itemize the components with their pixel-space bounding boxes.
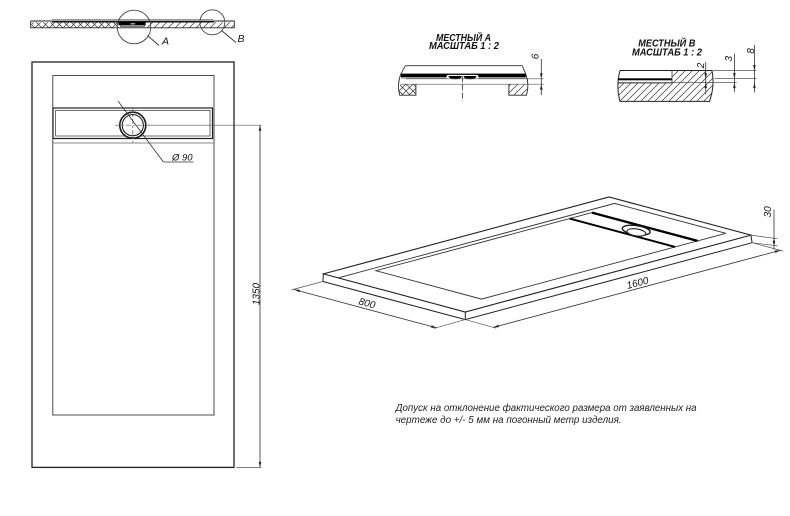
svg-text:МЕСТНЫЙ В: МЕСТНЫЙ В: [638, 36, 695, 49]
svg-text:800: 800: [357, 296, 376, 311]
svg-text:A: A: [161, 35, 169, 47]
svg-text:1350: 1350: [251, 282, 262, 305]
svg-text:МАСШТАБ 1 : 2: МАСШТАБ 1 : 2: [632, 46, 702, 58]
svg-text:3: 3: [724, 56, 735, 62]
svg-text:6: 6: [531, 53, 542, 59]
svg-text:2: 2: [696, 62, 707, 69]
svg-text:МАСШТАБ 1 : 2: МАСШТАБ 1 : 2: [429, 40, 499, 52]
svg-text:8: 8: [746, 48, 757, 54]
svg-text:30: 30: [763, 206, 774, 218]
svg-text:Ø 90: Ø 90: [171, 153, 193, 164]
svg-text:чертеже до +/- 5 мм на погонны: чертеже до +/- 5 мм на погонный метр изд…: [396, 414, 622, 426]
svg-text:Допуск на отклонение фактическ: Допуск на отклонение фактического размер…: [395, 402, 697, 414]
svg-text:B: B: [238, 33, 245, 45]
svg-text:МЕСТНЫЙ А: МЕСТНЫЙ А: [436, 31, 491, 44]
